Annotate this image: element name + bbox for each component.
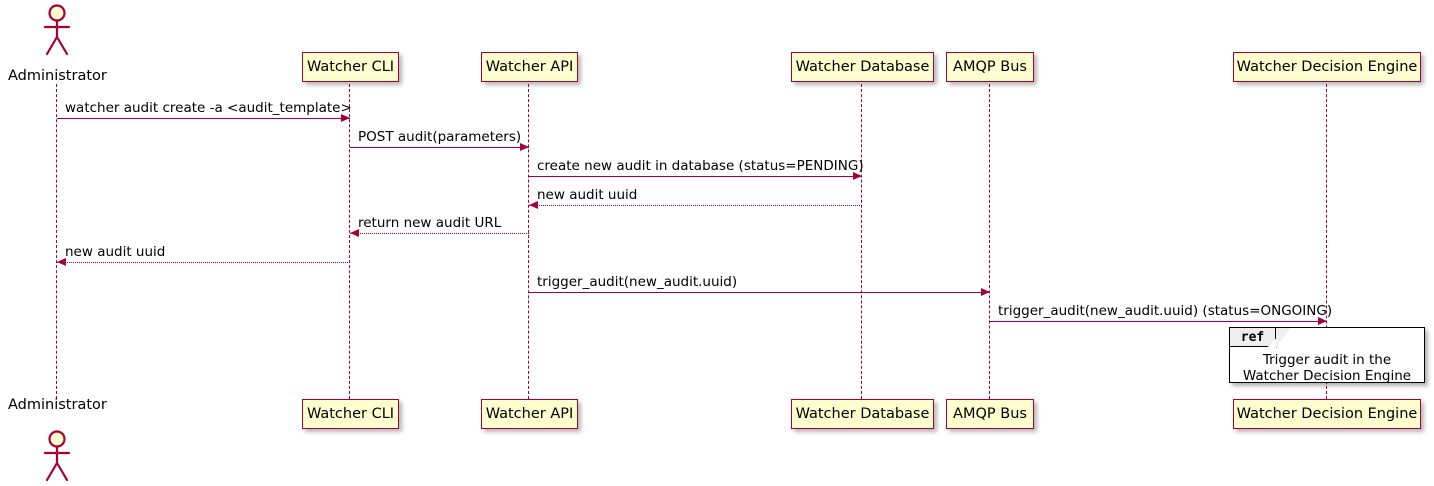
message-line-3 (529, 205, 862, 206)
participant-watcher_db-bottom[interactable]: Watcher Database (791, 399, 934, 429)
lifeline-decision_engine (1326, 84, 1328, 399)
participant-decision_engine-bottom[interactable]: Watcher Decision Engine (1233, 399, 1421, 429)
message-label-0: watcher audit create -a <audit_template> (65, 100, 352, 116)
participant-watcher_db-top[interactable]: Watcher Database (791, 52, 934, 82)
message-line-6 (529, 292, 990, 293)
message-line-2 (529, 176, 862, 177)
message-label-6: trigger_audit(new_audit.uuid) (537, 274, 738, 290)
participant-label: Watcher API (485, 59, 574, 75)
ref-fragment-text-line1: Trigger audit in the (1262, 352, 1392, 368)
message-arrowhead-1 (520, 143, 529, 152)
message-arrowhead-2 (853, 172, 862, 181)
participant-watcher_api-bottom[interactable]: Watcher API (481, 399, 578, 429)
lifeline-watcher_cli (349, 84, 351, 399)
lifeline-watcher_api (528, 84, 530, 399)
participant-label: Watcher Database (795, 59, 930, 75)
participant-watcher_api-top[interactable]: Watcher API (481, 52, 578, 82)
participant-label: Watcher CLI (306, 59, 395, 75)
message-label-2: create new audit in database (status=PEN… (537, 158, 864, 174)
message-label-4: return new audit URL (358, 215, 502, 231)
participant-label: AMQP Bus (953, 406, 1027, 422)
participant-label: AMQP Bus (953, 59, 1027, 75)
actor-figure-administrator-top (40, 4, 74, 56)
message-line-5 (57, 262, 350, 263)
lifeline-amqp_bus (989, 84, 991, 399)
message-label-3: new audit uuid (537, 187, 638, 203)
message-arrowhead-5 (57, 258, 66, 267)
message-arrowhead-6 (981, 288, 990, 297)
message-label-7: trigger_audit(new_audit.uuid) (status=ON… (998, 303, 1333, 319)
participant-watcher_cli-top[interactable]: Watcher CLI (302, 52, 399, 82)
participant-label: Watcher Database (795, 406, 930, 422)
participant-label: Watcher Decision Engine (1236, 406, 1418, 422)
message-label-5: new audit uuid (65, 244, 166, 260)
participant-amqp_bus-bottom[interactable]: AMQP Bus (946, 399, 1034, 429)
message-label-1: POST audit(parameters) (358, 129, 522, 145)
message-arrowhead-4 (350, 229, 359, 238)
message-line-0 (57, 118, 350, 119)
message-arrowhead-7 (1318, 317, 1327, 326)
ref-fragment-tab-notch (1276, 328, 1290, 348)
message-line-7 (990, 321, 1327, 322)
message-arrowhead-3 (529, 201, 538, 210)
participant-label: Watcher Decision Engine (1236, 59, 1418, 75)
ref-fragment-text-line2: Watcher Decision Engine (1242, 368, 1412, 384)
participant-decision_engine-top[interactable]: Watcher Decision Engine (1233, 52, 1421, 82)
participant-watcher_cli-bottom[interactable]: Watcher CLI (302, 399, 399, 429)
actor-label-administrator-bottom: Administrator (8, 397, 107, 413)
participant-label: Watcher API (485, 406, 574, 422)
participant-amqp_bus-top[interactable]: AMQP Bus (946, 52, 1034, 82)
ref-fragment-tab: ref (1230, 328, 1276, 347)
participant-label: Watcher CLI (306, 406, 395, 422)
message-line-4 (350, 233, 529, 234)
actor-figure-administrator-bottom (40, 430, 74, 482)
message-line-1 (350, 147, 529, 148)
lifeline-administrator (56, 84, 58, 399)
actor-label-administrator-top: Administrator (8, 68, 107, 84)
message-arrowhead-0 (341, 114, 350, 123)
lifeline-watcher_db (861, 84, 863, 399)
